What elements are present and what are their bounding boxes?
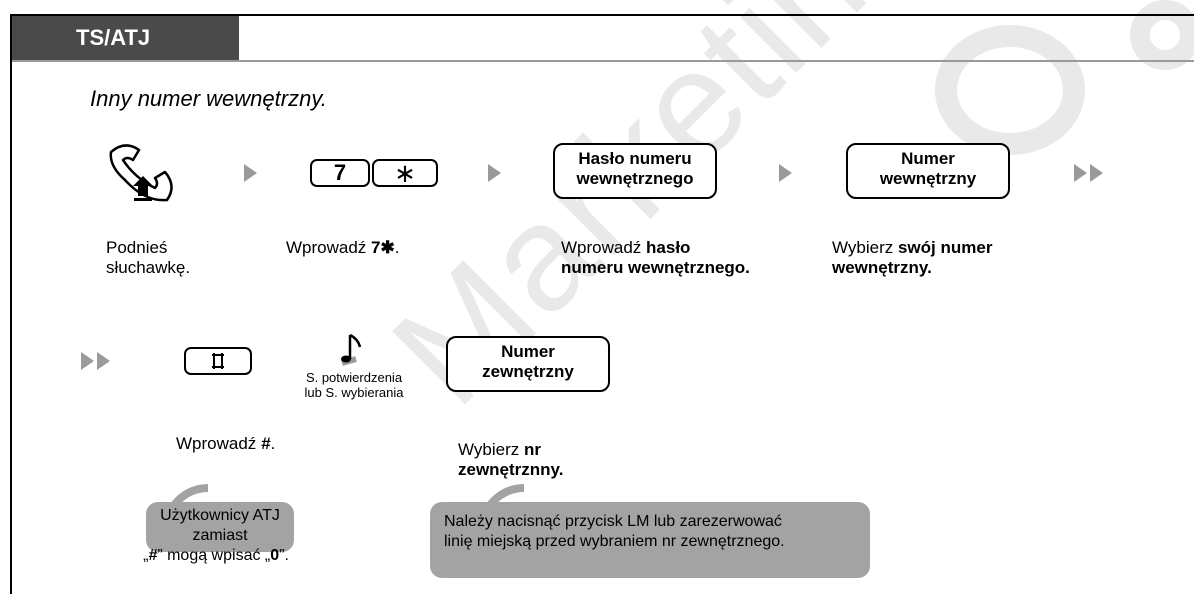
caption-external-bold2: zewnętrznny. (458, 460, 564, 479)
extension-box-line2: wewnętrzny (879, 169, 977, 188)
external-box-line1: Numer (501, 342, 555, 361)
section-subtitle: Inny numer wewnętrzny. (90, 86, 327, 111)
caption-enter-hash-suffix: . (270, 434, 276, 453)
caption-extension-prefix: Wybierz (832, 238, 898, 257)
note2-line2: linię miejską przed wybraniem nr zewnętr… (444, 533, 785, 550)
continue-arrow-icon (1074, 164, 1087, 182)
password-box: Hasło numeru wewnętrznego (553, 143, 717, 199)
caption-offhook: Podnieś słuchawkę. (106, 238, 190, 278)
tone-label-line2: lub S. wybierania (304, 385, 404, 400)
note-atj-users: Użytkownicy ATJ zamiast „#” mogą wpisać … (143, 502, 294, 564)
key-star: ∗ (372, 159, 438, 187)
step-arrow-icon (779, 164, 792, 182)
frame-left-border (10, 14, 12, 594)
caption-offhook-line2: słuchawkę. (106, 258, 191, 277)
caption-extension-bold2: wewnętrzny. (832, 258, 932, 277)
continue-arrow-icon (1090, 164, 1103, 182)
external-box-line2: zewnętrzny (482, 362, 574, 381)
caption-enter-7-code: 7✱ (371, 238, 395, 257)
note2-line1: Należy nacisnąć przycisk LM lub zarezerw… (444, 513, 782, 530)
header-tab: TS/ATJ (12, 16, 239, 60)
caption-enter-hash-prefix: Wprowadź (176, 434, 262, 453)
external-number-box: Numer zewnętrzny (446, 336, 610, 392)
caption-external: Wybierz nr zewnętrznny. (458, 440, 563, 480)
tone-label: S. potwierdzenia lub S. wybierania (284, 370, 424, 400)
step-arrow-icon (244, 164, 257, 182)
step-arrow-icon (488, 164, 501, 182)
caption-enter-7-prefix: Wprowadź (286, 238, 372, 257)
watermark-letter-o (935, 25, 1085, 155)
password-box-line2: wewnętrznego (576, 169, 694, 188)
note1-line2: „#” mogą wpisać „0”. (138, 546, 294, 566)
handset-offhook-icon (109, 144, 173, 202)
caption-offhook-line1: Podnieś (106, 238, 168, 257)
caption-enter-hash-code: # (261, 434, 271, 453)
caption-enter-7: Wprowadź 7✱. (286, 238, 399, 258)
frame-top-border (10, 14, 1194, 16)
caption-password-bold1: hasło (646, 238, 691, 257)
continue-arrow-icon (97, 352, 110, 370)
key-7: 7 (310, 159, 370, 187)
note-trunk-line: Należy nacisnąć przycisk LM lub zarezerw… (430, 502, 870, 578)
caption-extension: Wybierz swój numer wewnętrzny. (832, 238, 992, 278)
hash-key-icon (212, 353, 224, 369)
tone-label-line1: S. potwierdzenia (305, 370, 403, 385)
extension-box: Numer wewnętrzny (846, 143, 1010, 199)
header-divider (12, 60, 1194, 62)
tone-note-icon (341, 333, 362, 366)
note1-end: ”. (279, 547, 289, 564)
caption-extension-bold1: swój numer (897, 238, 993, 257)
caption-enter-hash: Wprowadź #. (176, 434, 275, 454)
caption-external-bold1: nr (523, 440, 541, 459)
caption-password-bold2: numeru wewnętrznego. (561, 258, 750, 277)
caption-password: Wprowadź hasło numeru wewnętrznego. (561, 238, 750, 278)
note1-middle: ” mogą wpisać „ (157, 547, 271, 564)
extension-box-line1: Numer (901, 149, 955, 168)
caption-external-prefix: Wybierz (458, 440, 524, 459)
continue-arrow-icon (81, 352, 94, 370)
password-box-line1: Hasło numeru (578, 149, 692, 168)
note1-hash: # (148, 547, 158, 564)
caption-password-prefix: Wprowadź (561, 238, 647, 257)
note1-quote-open: „ (143, 547, 149, 564)
key-hash (184, 347, 252, 375)
note1-line1: Użytkownicy ATJ zamiast (160, 507, 280, 544)
note1-zero: 0 (270, 547, 280, 564)
caption-enter-7-suffix: . (394, 238, 400, 257)
